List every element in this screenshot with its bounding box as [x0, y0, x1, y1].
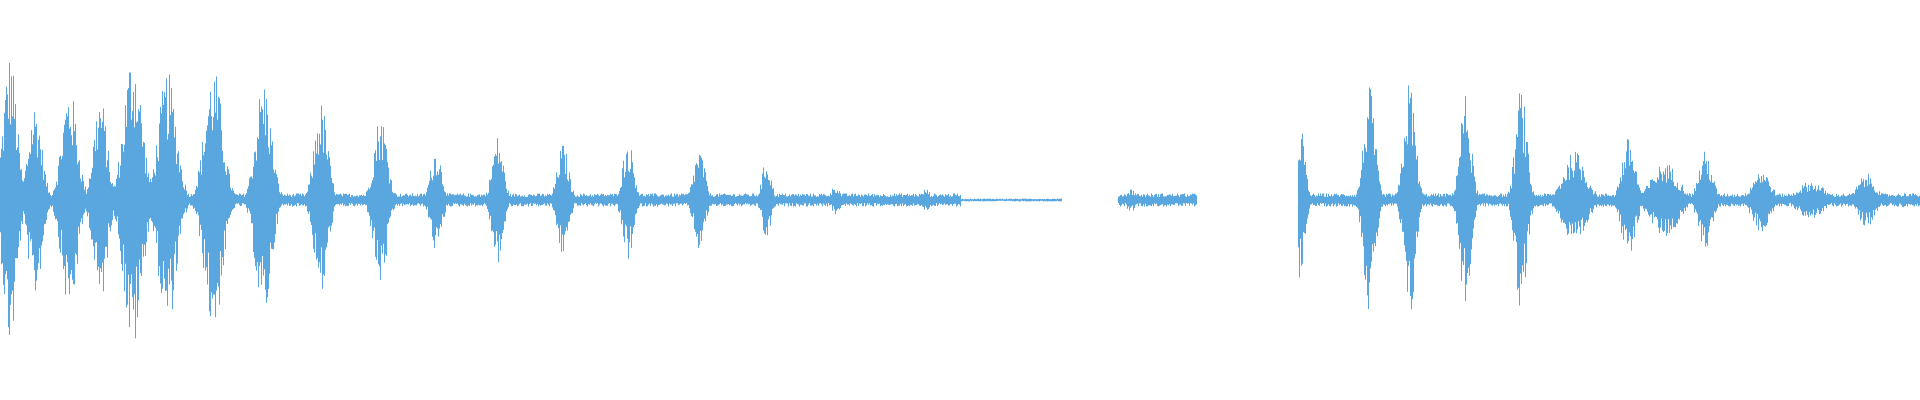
waveform-trace: [0, 62, 1920, 339]
waveform-lines: [0, 62, 1920, 339]
